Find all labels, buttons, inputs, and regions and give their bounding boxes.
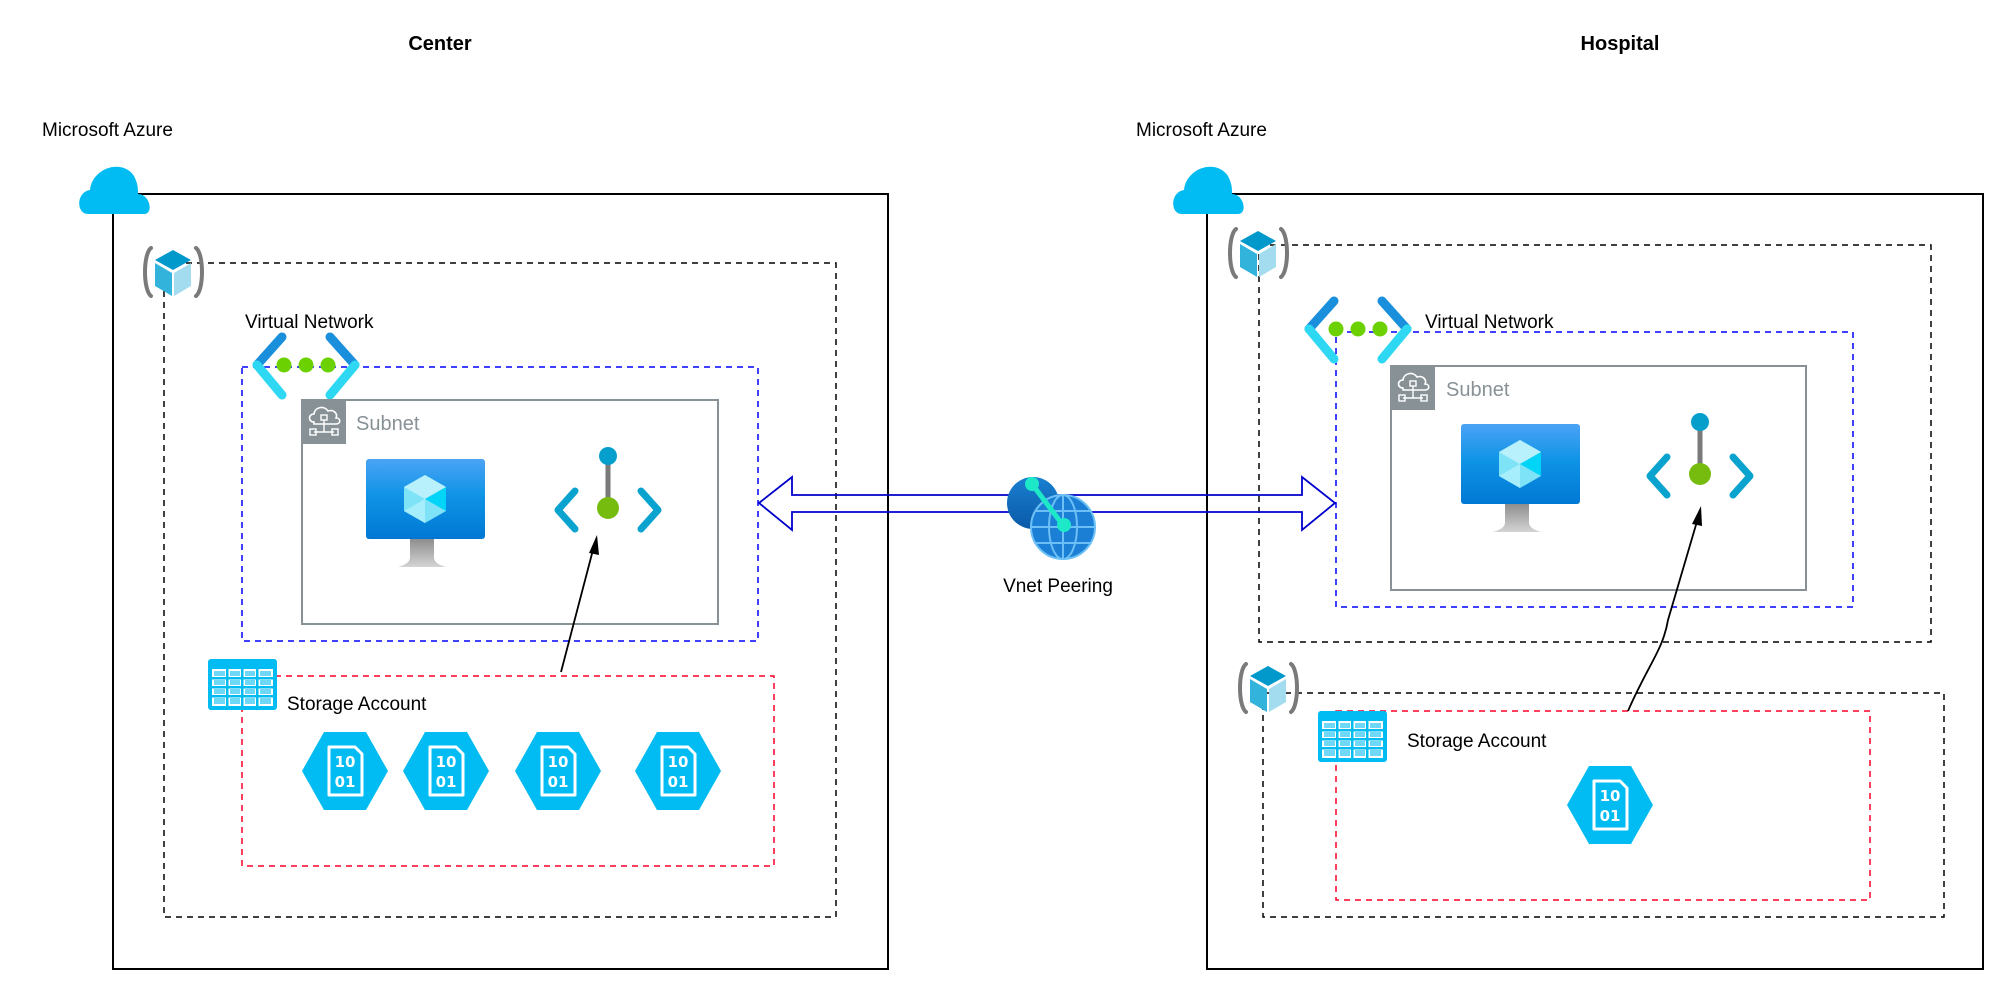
subnet-box: [1390, 365, 1807, 591]
blob-binary-text: 10: [436, 753, 457, 771]
vnet-label: Virtual Network: [1425, 312, 1554, 333]
resource-group-icon: [1238, 662, 1299, 714]
vnet-peering: Vnet Peering: [757, 475, 1337, 597]
blob-binary-text: 01: [548, 773, 569, 791]
vnet-peering-label: Vnet Peering: [1003, 576, 1113, 597]
storage-account-label: Storage Account: [287, 694, 427, 715]
azure-cloud-icon: [1173, 166, 1244, 214]
virtual-network-icon: [257, 337, 355, 395]
resource-group-box: [163, 262, 837, 918]
site-title: Center: [408, 33, 472, 55]
cloud-label: Microsoft Azure: [42, 120, 173, 141]
blob-binary-text: 10: [335, 753, 356, 771]
blob-binary-text: 01: [436, 773, 457, 791]
resource-group-icon: [143, 246, 204, 298]
blob-binary-text: 01: [668, 773, 689, 791]
blob-binary-text: 01: [335, 773, 356, 791]
peering-double-arrow: [757, 475, 1337, 532]
storage-account-icon[interactable]: [1318, 711, 1387, 762]
subnet-icon: [1390, 365, 1436, 411]
blob-binary-text: 01: [1600, 807, 1621, 825]
vnet-box: [1335, 331, 1854, 608]
connector-arrow: [1627, 517, 1699, 712]
site-center: Center Microsoft Azure Virtual Network S…: [42, 33, 889, 970]
storage-account-box: [241, 675, 775, 867]
arrowhead: [589, 535, 599, 555]
site-hospital: Hospital Microsoft Azure Virtual Network…: [1136, 33, 1984, 970]
storage-account-box: [1335, 710, 1871, 901]
subnet-label: Subnet: [1446, 379, 1510, 401]
resource-group-box-storage: [1262, 692, 1945, 918]
azure-boundary-box: [1206, 193, 1984, 970]
blob-binary-text: 10: [668, 753, 689, 771]
vnet-peering-icon[interactable]: [1007, 477, 1096, 560]
connector-arrow: [560, 545, 595, 673]
site-title: Hospital: [1581, 33, 1660, 55]
virtual-network-icon: [1309, 301, 1407, 359]
vnet-label: Virtual Network: [245, 312, 374, 333]
arrowhead: [1692, 506, 1702, 526]
cloud-label: Microsoft Azure: [1136, 120, 1267, 141]
storage-account-icon[interactable]: [208, 659, 277, 710]
azure-cloud-icon: [79, 166, 150, 214]
blob-binary-text: 10: [1600, 787, 1621, 805]
vnet-box: [241, 366, 759, 642]
resource-group-box: [1258, 244, 1932, 643]
blob-binary-text: 10: [548, 753, 569, 771]
azure-boundary-box: [112, 193, 889, 970]
subnet-label: Subnet: [356, 413, 420, 435]
storage-account-label: Storage Account: [1407, 731, 1547, 752]
subnet-icon: [301, 399, 347, 445]
